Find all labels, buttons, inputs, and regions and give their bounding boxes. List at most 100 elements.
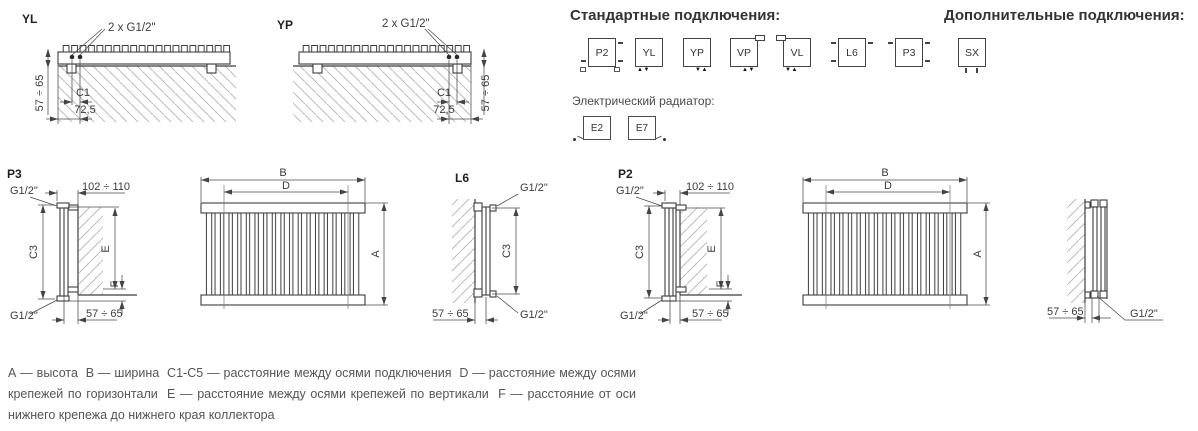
- p2-thread-top: G1/2": [616, 185, 644, 197]
- front-view-1: B D A: [198, 163, 398, 321]
- front-width-dim: B: [279, 167, 286, 179]
- yl-connection-label: 2 x G1/2": [108, 22, 156, 34]
- l6-drawing: G1/2" C3 G1/2" 57 ÷ 65: [432, 182, 548, 324]
- l6-title: L6: [455, 171, 470, 185]
- p3-wall-distance: 57 ÷ 65: [86, 308, 123, 320]
- connection-label: VL: [790, 46, 804, 59]
- yp-connection-label: 2 x G1/2": [382, 18, 430, 30]
- l6-side-view: L6 G1/2" C3 G1/2" 57 ÷ 65: [428, 163, 578, 338]
- connection-box-yl: YL ▲▼: [635, 38, 663, 73]
- wall: [293, 65, 471, 122]
- connection-label: P2: [595, 46, 609, 59]
- dimensions: [200, 177, 388, 309]
- connection-label: YP: [689, 46, 704, 59]
- yl-wall-distance: 57 ÷ 65: [34, 75, 46, 112]
- dimensions: [433, 193, 520, 324]
- p2-depth-dim: 102 ÷ 110: [686, 181, 734, 193]
- p2-side-view: P2 G1/2": [610, 163, 785, 338]
- right-side-view: 57 ÷ 65 G1/2": [1035, 163, 1195, 338]
- front-view-drawing: B D A: [200, 167, 388, 309]
- yp-axis-dim: C1: [437, 87, 451, 99]
- connection-box-p3: P3: [888, 38, 930, 67]
- connection-box-yp: YP ▼▲: [683, 38, 711, 73]
- connection-box-vp: VP ▲▼: [730, 35, 765, 73]
- front-height-dim: A: [972, 250, 984, 258]
- p2-drawing: G1/2" 102 ÷ 110 C3 E F G1/2" 57 ÷ 65: [616, 181, 742, 324]
- wall: [58, 65, 236, 122]
- front-width-dim: B: [881, 167, 888, 179]
- radiator: [661, 202, 687, 302]
- l6-axis-dim: C3: [501, 244, 513, 258]
- radiator: [298, 45, 472, 74]
- dimensions: [802, 177, 990, 309]
- front-view-2: B D A: [800, 163, 1000, 321]
- connection-box-l6: L6: [831, 38, 873, 67]
- radiator: [200, 202, 366, 306]
- p3-foot-dim: F: [109, 280, 121, 287]
- yl-top-view: YL 2 x G1/2" 57 ÷ 65 C: [10, 5, 260, 130]
- p3-depth-dim: 102 ÷ 110: [82, 181, 130, 193]
- dimension-legend: А — высота В — ширина С1-С5 — расстояние…: [8, 366, 640, 422]
- yp-top-view: YP 2 x G1/2" 57 ÷ 65 C: [272, 5, 522, 130]
- radiator: [802, 202, 968, 306]
- standard-connections-title: Стандартные подключения:: [570, 7, 781, 24]
- dimensions: [424, 28, 487, 124]
- radiator: [473, 202, 497, 298]
- p3-side-view: P3 G1/2": [2, 163, 167, 338]
- connection-label: VP: [736, 46, 751, 59]
- radiator: [1084, 199, 1108, 299]
- l6-wall-distance: 57 ÷ 65: [432, 308, 469, 320]
- front-bracket-dim: D: [884, 180, 892, 192]
- connection-label: YL: [642, 46, 656, 59]
- p3-axis-dim: C3: [28, 245, 40, 259]
- yp-title: YP: [277, 18, 294, 32]
- additional-connections-title: Дополнительные подключения:: [944, 7, 1185, 24]
- yp-edge-dim: 72,5: [433, 104, 454, 116]
- front-height-dim: A: [370, 250, 382, 258]
- p2-thread-bottom: G1/2": [620, 310, 648, 322]
- side-wall-distance: 57 ÷ 65: [1047, 306, 1084, 318]
- connection-box-e7: E7: [628, 116, 666, 141]
- p2-axis-dim: C3: [634, 245, 646, 259]
- dimensions: [1049, 295, 1163, 323]
- p2-bracket-dim: E: [706, 245, 718, 252]
- yl-edge-dim: 72,5: [74, 104, 95, 116]
- wall: [1067, 199, 1086, 303]
- p3-bracket-dim: E: [100, 245, 112, 252]
- front-view-drawing: B D A: [802, 167, 990, 309]
- p2-foot-dim: F: [715, 280, 727, 287]
- side-thread-bottom: G1/2": [1130, 308, 1158, 320]
- p2-wall-distance: 57 ÷ 65: [692, 308, 729, 320]
- yl-axis-dim: C1: [76, 87, 90, 99]
- dimensions: [45, 28, 106, 124]
- connection-box-p2: P2: [580, 38, 623, 72]
- p3-title: P3: [7, 167, 22, 181]
- l6-thread-top: G1/2": [520, 182, 548, 194]
- radiator: [57, 45, 231, 74]
- wall: [77, 207, 137, 296]
- front-bracket-dim: D: [282, 180, 290, 192]
- yl-drawing: 2 x G1/2" 57 ÷ 65 C1 72,5: [34, 22, 236, 124]
- p2-title: P2: [618, 167, 633, 181]
- side-drawing: 57 ÷ 65 G1/2": [1047, 199, 1163, 323]
- connection-label: SX: [964, 46, 979, 59]
- dimensions: [635, 190, 732, 324]
- l6-thread-bottom: G1/2": [520, 309, 548, 321]
- electric-radiator-title: Электрический радиатор:: [572, 94, 715, 108]
- connection-label: E7: [635, 122, 649, 134]
- wall: [452, 199, 476, 303]
- dimensions: [29, 190, 126, 324]
- yl-title: YL: [22, 12, 38, 26]
- p3-thread-bottom: G1/2": [10, 310, 38, 322]
- p3-thread-top: G1/2": [10, 185, 38, 197]
- connection-box-e2: E2: [573, 116, 611, 141]
- radiator: [56, 202, 79, 302]
- connection-label: P3: [902, 46, 916, 59]
- connection-label: E2: [590, 122, 604, 134]
- wall: [679, 207, 742, 296]
- p3-drawing: G1/2" 102 ÷ 110 C3 E F G1/2" 57 ÷ 65: [10, 181, 137, 324]
- yp-drawing: 2 x G1/2" 57 ÷ 65 C1 72,5: [293, 18, 492, 124]
- connection-label: L6: [846, 46, 858, 59]
- connection-box-vl: VL ▼▲: [776, 35, 811, 73]
